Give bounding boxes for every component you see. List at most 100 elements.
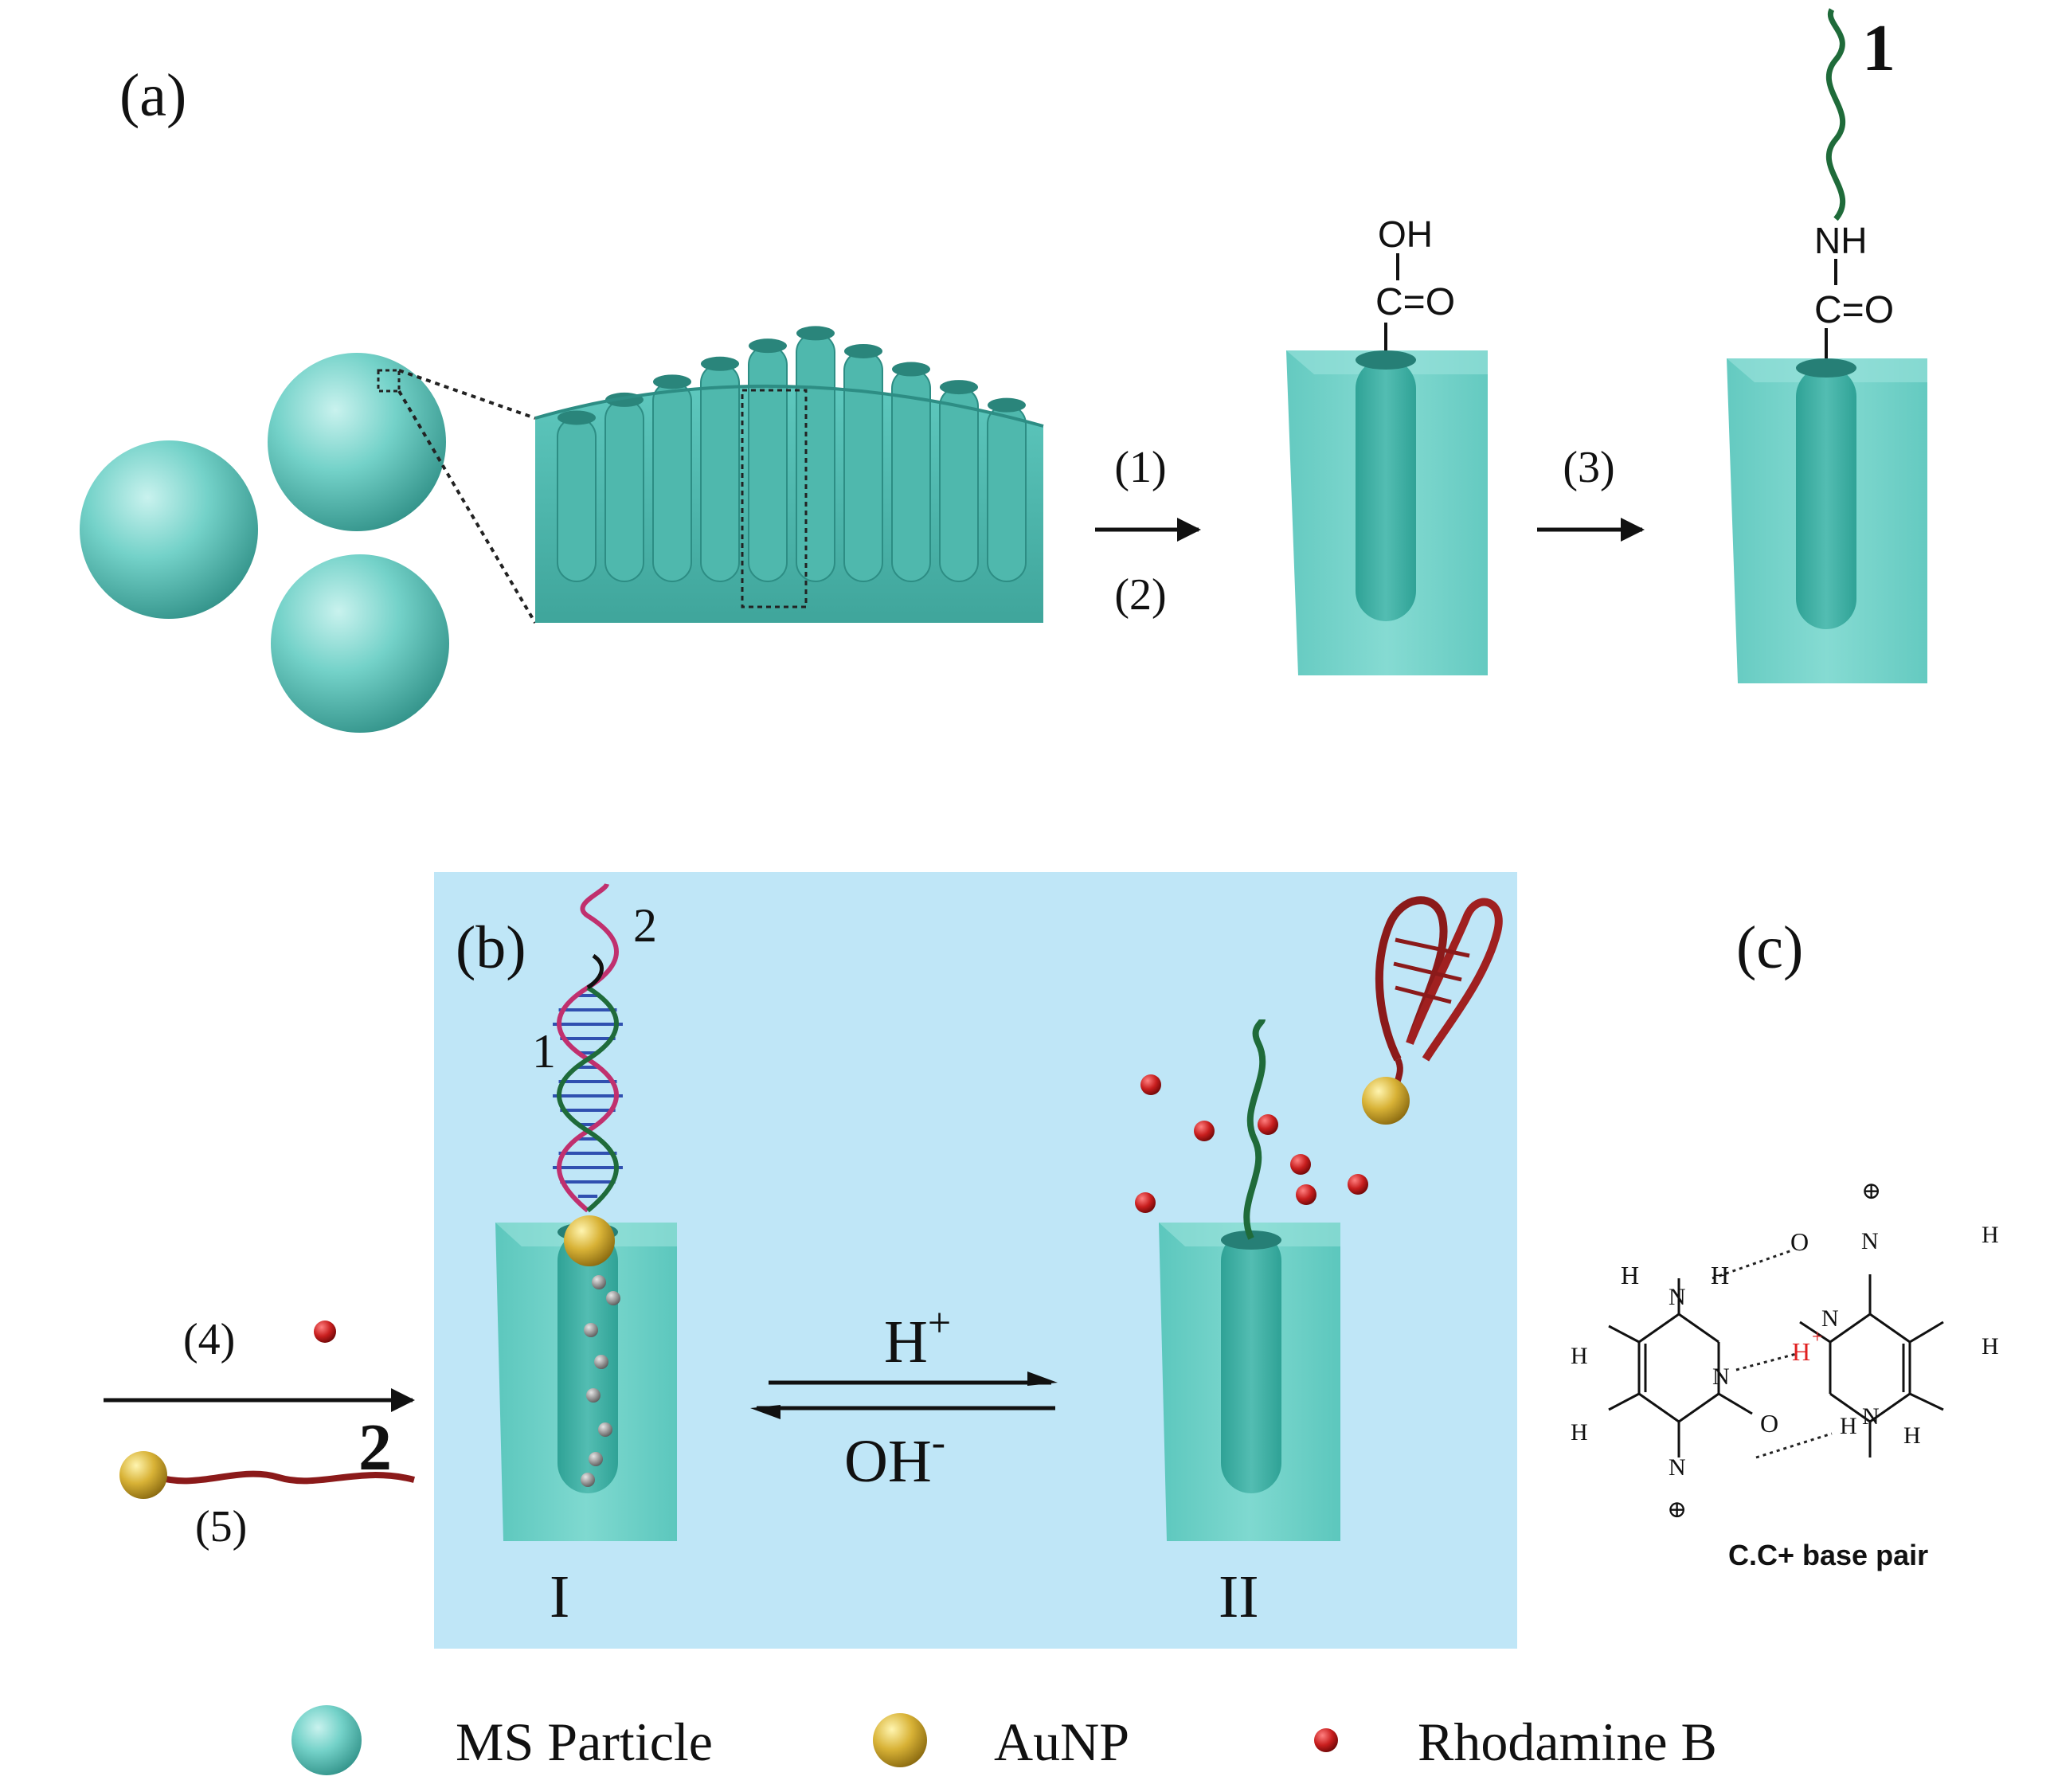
sphere-icon [291, 1705, 362, 1775]
legend-aunp: AuNP [994, 1712, 1129, 1772]
slab-pore-channel [652, 381, 692, 582]
atom-o: O [1790, 1227, 1809, 1256]
atom-n: N [1669, 1284, 1686, 1310]
rhodamine-molecule [1290, 1154, 1311, 1175]
atom-n: N [1669, 1454, 1686, 1481]
rhodamine-molecule [1140, 1074, 1161, 1095]
slab-pore-opening [988, 397, 1026, 413]
mesoporous-slab [534, 326, 1044, 623]
strand-2-label-top: 2 [633, 899, 657, 952]
atom-h: H [1982, 1333, 1999, 1360]
slab-pore-channel [939, 386, 979, 582]
state-II-label: II [1219, 1563, 1259, 1630]
atom-h: H [1621, 1261, 1639, 1289]
cargo-molecule [581, 1473, 595, 1487]
sphere-icon [271, 554, 449, 733]
atom-plus: + [1812, 1327, 1823, 1348]
atom-o: O [1760, 1409, 1778, 1438]
pore-block-state-I [495, 1223, 677, 1541]
step-5-label: (5) [195, 1502, 247, 1551]
atom-hplus: H [1792, 1337, 1810, 1366]
aunp-reagent [119, 1451, 167, 1499]
pore-block-amide [1727, 328, 1927, 683]
rhodamine-dot-reagent [314, 1321, 336, 1343]
step-3-label: (3) [1563, 443, 1614, 492]
strand-1-number: 1 [1862, 11, 1895, 85]
reverse-condition: OH- [844, 1420, 945, 1495]
carboxyl-oh: OH [1378, 213, 1433, 255]
slab-pore-channel [987, 404, 1027, 583]
cargo-molecule [589, 1452, 603, 1466]
cargo-molecule [584, 1323, 598, 1337]
base-pair-structure [1608, 1249, 1944, 1459]
cargo-molecule [606, 1291, 620, 1305]
amide-nh: NH [1814, 220, 1867, 261]
sphere-icon [268, 353, 446, 531]
panel-c-label: (c) [1736, 914, 1803, 981]
cargo-molecule [594, 1355, 608, 1369]
slab-pore-channel [796, 332, 835, 582]
atom-n: N [1712, 1364, 1730, 1390]
atom-h: H [1571, 1343, 1588, 1369]
strand-2-number: 2 [358, 1411, 392, 1485]
atom-charge: ⊕ [1861, 1178, 1881, 1204]
strand-2-wire [158, 1470, 415, 1485]
slab-pore-opening [796, 326, 835, 341]
cargo-molecule [598, 1422, 612, 1437]
slab-pore-opening [653, 374, 691, 389]
atom-h: H [1982, 1222, 1999, 1248]
atom-charge: ⊕ [1667, 1497, 1687, 1523]
base-pair-caption: C.C+ base pair [1728, 1539, 1928, 1571]
slab-pore-opening [892, 362, 930, 377]
legend-rhodamine: Rhodamine B [1418, 1712, 1717, 1772]
slab-pore-opening [940, 380, 978, 395]
pore-block-carboxyl [1286, 323, 1488, 675]
released-rhodamine-dots [1135, 1074, 1368, 1213]
equilibrium-arrows-icon [750, 1371, 1058, 1419]
state-I-label: I [550, 1563, 569, 1630]
atom-n: N [1821, 1305, 1839, 1332]
aunp-released [1362, 1077, 1410, 1125]
sphere-icon [80, 440, 258, 619]
slab-pore-opening [844, 343, 882, 358]
atom-h: H [1571, 1419, 1588, 1446]
panel-a-label: (a) [119, 62, 186, 129]
rhodamine-molecule [1194, 1121, 1215, 1141]
loaded-cargo-dots [581, 1275, 620, 1487]
slab-pore-channel [843, 350, 883, 582]
cargo-molecule [592, 1275, 606, 1289]
slab-pore-channel [557, 417, 597, 583]
rhodamine-molecule [1135, 1192, 1156, 1213]
rhodamine-molecule [1258, 1114, 1278, 1135]
step-4-label: (4) [183, 1315, 235, 1364]
forward-condition: H+ [884, 1301, 951, 1375]
rhodamine-molecule [1296, 1184, 1316, 1205]
slab-pore-channel [700, 362, 740, 582]
rhodamine-molecule [1348, 1174, 1368, 1195]
atom-n: N [1861, 1228, 1879, 1254]
rhodamine-dot-icon [1314, 1728, 1338, 1752]
legend-ms-particle: MS Particle [456, 1712, 713, 1772]
atom-h: H [1840, 1413, 1857, 1439]
step-1-label: (1) [1114, 443, 1166, 492]
step-2-label: (2) [1114, 570, 1166, 620]
panel-b-label: (b) [456, 914, 526, 981]
zoom-line-bottom [397, 389, 537, 624]
slab-pore-channel [604, 398, 644, 582]
slab-pore-opening [701, 356, 739, 371]
slab-pore-opening [749, 338, 787, 354]
strand-1-wire [1825, 8, 1846, 221]
atom-h: H [1903, 1422, 1921, 1449]
atom-n: N [1862, 1403, 1880, 1430]
aunp-capping-pore [564, 1215, 615, 1266]
slab-pore-channel [748, 345, 788, 582]
strand-1-released [1243, 1018, 1266, 1240]
dna-duplex-helix [553, 882, 623, 1213]
zoom-region-box [377, 369, 401, 393]
pore-block-state-II [1159, 1223, 1340, 1541]
slab-pore-opening [557, 410, 596, 425]
legend: MS Particle AuNP Rhodamine B [291, 1705, 1717, 1775]
strand-1-label-helix: 1 [532, 1025, 556, 1078]
carboxyl-co: C=O [1375, 281, 1455, 323]
